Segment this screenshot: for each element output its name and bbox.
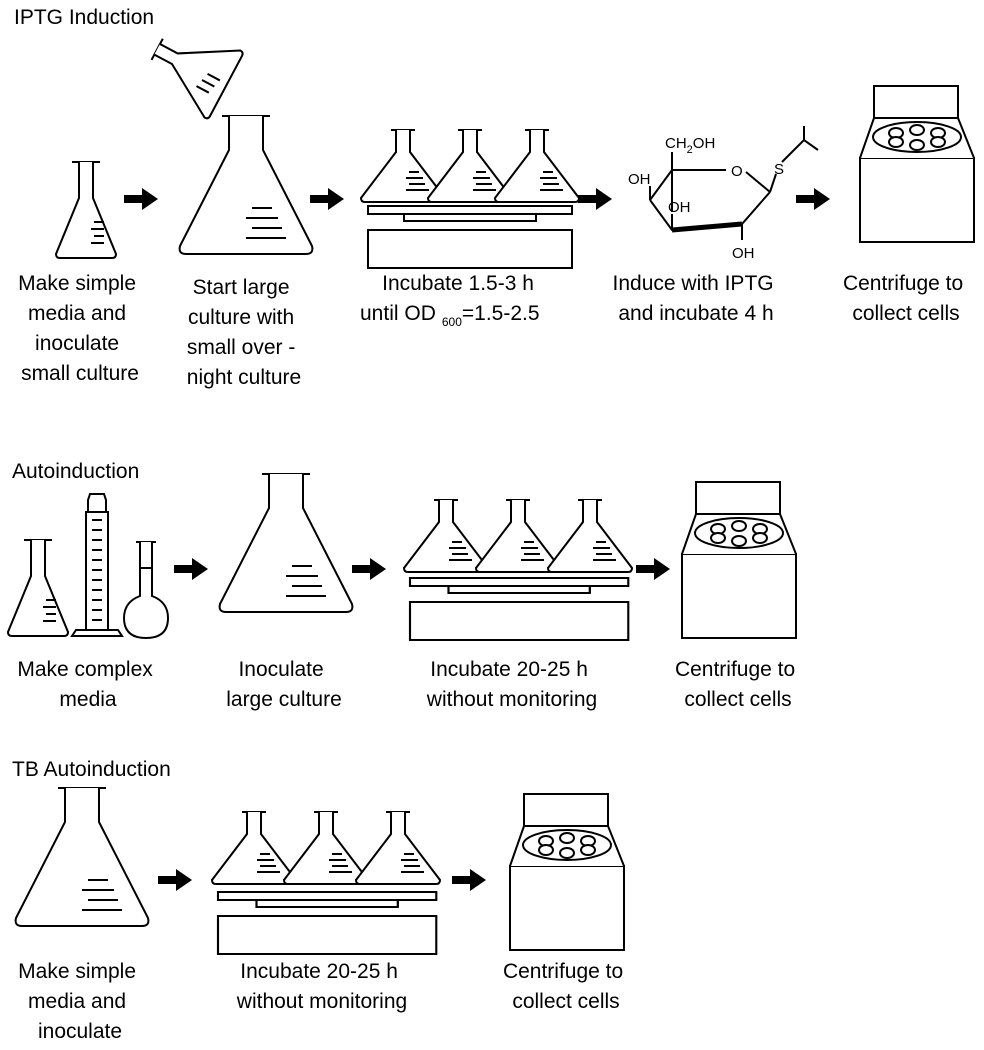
step-label: Centrifuge to collect cells	[675, 658, 801, 711]
shaker-icon	[360, 129, 580, 269]
step-label: Incubate 20-25 h without monitoring	[426, 658, 597, 711]
large-flask-icon	[14, 787, 150, 927]
step-label: Centrifuge to collect cells	[503, 960, 629, 1013]
step-label: Make simple media and inoculate small cu…	[18, 272, 142, 385]
graduated-cylinder-icon	[70, 493, 124, 637]
section-title-tb: TB Autoinduction	[12, 758, 171, 781]
small-flask-icon	[7, 539, 69, 637]
large-flask-icon	[218, 473, 354, 613]
arrow-icon	[158, 869, 192, 891]
volumetric-flask-icon	[122, 541, 170, 640]
shaker-icon	[403, 499, 633, 642]
centrifuge-icon	[509, 793, 625, 951]
arrow-icon	[796, 188, 830, 210]
centrifuge-icon	[681, 481, 797, 639]
arrow-icon	[578, 188, 612, 210]
step-label: Centrifuge to collect cells	[843, 272, 969, 325]
section-title-iptg: IPTG Induction	[14, 6, 154, 29]
large-flask-icon	[178, 115, 314, 255]
ch2oh-label: CH2OH	[665, 135, 715, 156]
step-label: Inoculate large culture	[226, 658, 342, 711]
ring-oxygen-label: O	[731, 163, 743, 180]
step-label: Start large culture with small over - ni…	[187, 276, 301, 389]
arrow-icon	[124, 188, 158, 210]
small-flask-icon	[55, 161, 117, 259]
step-label: Make complex media	[17, 658, 158, 711]
shaker-icon	[211, 811, 441, 956]
sulfur-label: S	[774, 161, 784, 178]
arrow-icon	[352, 558, 386, 580]
oh-label: OH	[628, 171, 651, 188]
oh-label: OH	[732, 245, 755, 262]
step-label: Incubate 1.5-3 h	[382, 272, 534, 295]
arrow-icon	[310, 188, 344, 210]
pouring-flask-icon	[150, 38, 244, 120]
oh-label: OH	[668, 199, 691, 216]
arrow-icon	[636, 558, 670, 580]
step-label: Incubate 20-25 h without monitoring	[236, 960, 407, 1013]
centrifuge-icon	[859, 85, 975, 243]
arrow-icon	[452, 869, 486, 891]
iptg-structure-icon: CH2OH O S OH OH OH	[628, 126, 819, 262]
step-label: Induce with IPTG and incubate 4 h	[613, 272, 780, 325]
step-label: Make simple media and inoculate	[18, 960, 142, 1043]
section-title-auto: Autoinduction	[12, 460, 139, 483]
arrow-icon	[174, 558, 208, 580]
